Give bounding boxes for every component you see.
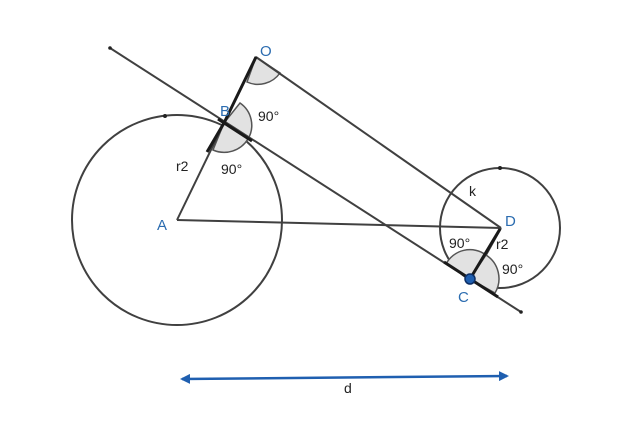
- segment-OB: [222, 56, 258, 124]
- point-label-B: B: [220, 103, 230, 120]
- radius-label-small: r2: [496, 236, 509, 252]
- angle-label-C-right: 90°: [502, 261, 523, 277]
- angle-label-B-bottom: 90°: [221, 161, 242, 177]
- small-circle-top-dot: [498, 166, 502, 170]
- large-circle: [71, 114, 283, 326]
- angle-label-C-left: 90°: [449, 235, 470, 251]
- segment-DC-thick: [468, 228, 502, 280]
- point-label-C: C: [458, 289, 469, 306]
- segment-B-perp-tick: [205, 122, 226, 153]
- point-label-D: D: [505, 213, 516, 230]
- radius-label-large: r2: [176, 158, 189, 174]
- point-label-A: A: [157, 217, 167, 234]
- line-AD: [176, 219, 502, 229]
- angle-arc-B-bottom: [212, 121, 250, 154]
- distance-arrow: [180, 371, 509, 384]
- angle-label-O: 90°: [258, 108, 279, 124]
- line-OD: [255, 56, 502, 229]
- segment-B-tick: [217, 117, 253, 143]
- line-endpoint-dot-left: [108, 46, 112, 50]
- angle-arc-C-right: [468, 253, 500, 295]
- point-label-O: O: [260, 43, 272, 60]
- large-circle-top-dot: [163, 114, 167, 118]
- line-endpoint-dot-right: [519, 310, 523, 314]
- point-C-marker[interactable]: [464, 273, 476, 285]
- segment-label-k: k: [469, 183, 477, 199]
- distance-label-d: d: [344, 380, 352, 396]
